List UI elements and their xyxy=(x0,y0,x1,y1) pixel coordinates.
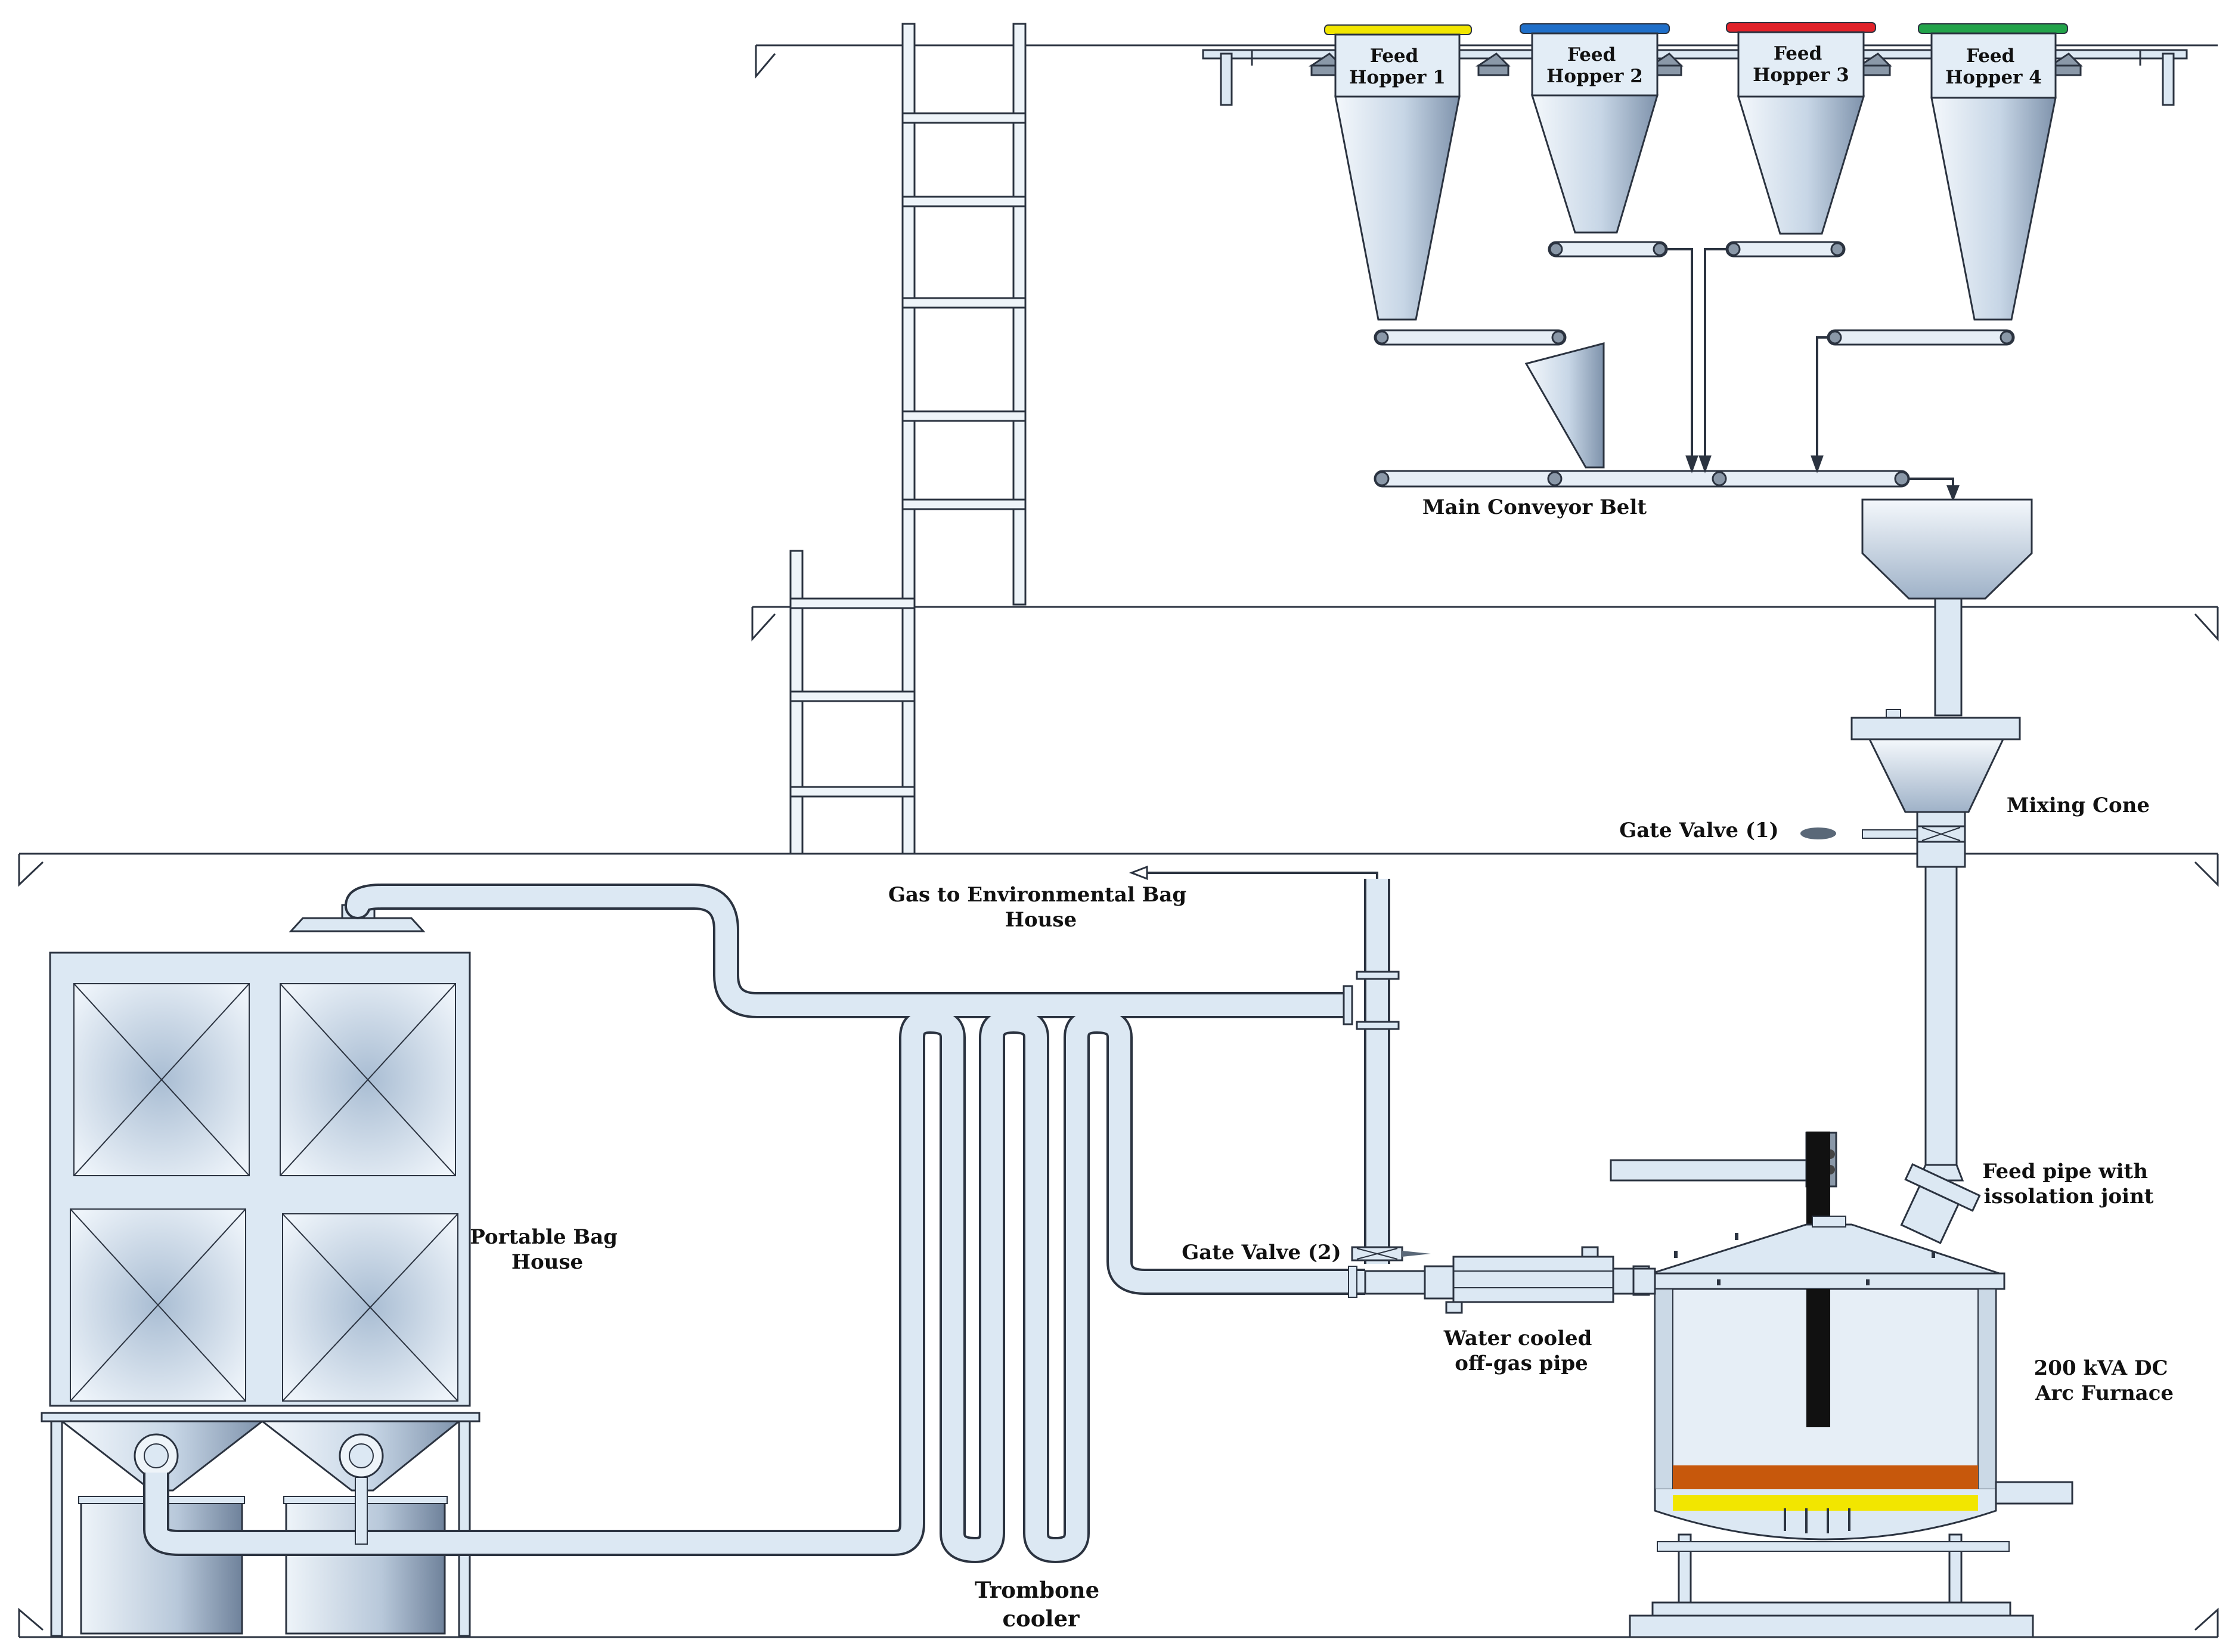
svg-text:Feed Hopper 1: Feed Hopper 1 xyxy=(1349,45,1446,88)
water-cooled-off-gas-pipe xyxy=(1364,1246,1650,1314)
svg-text:Portable Bag House: Portable Bag House xyxy=(470,1225,625,1274)
trombone-cooler-label-line1: Trombone xyxy=(975,1577,1099,1603)
portable-bag-house-label-line2: House xyxy=(512,1250,583,1274)
feed-hopper-4-label-line1: Feed xyxy=(1966,45,2014,67)
water-cooled-pipe-label-line1: Water cooled xyxy=(1443,1326,1592,1350)
svg-text:Gas to Environmental Bag H: Gas to Environmental Bag House xyxy=(888,883,1194,932)
ladder-icon xyxy=(789,23,1027,855)
feed-hopper-2: Feed Hopper 2 xyxy=(1520,23,1670,234)
arc-furnace-icon xyxy=(1610,1132,2073,1638)
svg-text:Feed Hopper 3: Feed Hopper 3 xyxy=(1753,43,1849,86)
material-flow-arrows xyxy=(1667,248,1960,502)
svg-text:200 kVA DC Arc Furnace: 200 kVA DC Arc Furnace xyxy=(2034,1356,2175,1405)
env-bag-house-label-line2: House xyxy=(1005,908,1077,932)
arc-furnace-label-line2: Arc Furnace xyxy=(2035,1381,2174,1405)
gate-valve-2[interactable] xyxy=(1348,1246,1431,1298)
feed-hopper-1: Feed Hopper 1 xyxy=(1324,24,1472,321)
feed-hopper-1-label-line2: Hopper 1 xyxy=(1349,67,1446,88)
feed-hopper-3-label-line2: Hopper 3 xyxy=(1753,64,1849,86)
mixing-cone xyxy=(1850,709,2021,832)
svg-text:Feed Hopper 4: Feed Hopper 4 xyxy=(1945,45,2042,88)
main-conveyor-belt xyxy=(1374,470,1910,488)
feed-hopper-4-label-line2: Hopper 4 xyxy=(1945,67,2042,88)
conveyor-belt-icon xyxy=(1374,241,2015,488)
svg-text:Trombone cooler: Trombone cooler xyxy=(975,1577,1107,1632)
off-gas-piping-fill xyxy=(145,874,1388,1561)
feed-hopper-4: Feed Hopper 4 xyxy=(1918,23,2068,321)
gate-valve-1-label: Gate Valve (1) xyxy=(1619,819,1779,842)
feed-hopper-3: Feed Hopper 3 xyxy=(1726,22,1876,235)
svg-text:Water cooled off-gas pipe: Water cooled off-gas pipe xyxy=(1443,1326,1599,1375)
bag-house-icon xyxy=(41,904,481,1637)
receiving-hopper xyxy=(1861,498,2033,717)
main-conveyor-belt-label: Main Conveyor Belt xyxy=(1422,495,1647,519)
svg-text:Feed Hopper 2: Feed Hopper 2 xyxy=(1546,44,1643,87)
riser-flanges xyxy=(1343,971,1400,1030)
trombone-cooler-label-line2: cooler xyxy=(1003,1605,1080,1632)
portable-bag-house-label-line1: Portable Bag xyxy=(470,1225,618,1249)
feed-pipe-label-line2: issolation joint xyxy=(1984,1185,2154,1208)
mixing-cone-label: Mixing Cone xyxy=(2007,794,2150,817)
feed-hopper-2-label-line1: Feed xyxy=(1567,44,1616,66)
gate-valve-1[interactable] xyxy=(1800,825,1966,843)
arc-furnace-label-line1: 200 kVA DC xyxy=(2034,1356,2168,1380)
feed-hopper-3-label-line1: Feed xyxy=(1774,43,1822,64)
feed-pipe xyxy=(1900,841,1981,1245)
env-bag-house-label-line1: Gas to Environmental Bag xyxy=(888,883,1186,907)
svg-text:Feed pipe with issolation: Feed pipe with issolation joint xyxy=(1982,1160,2155,1208)
feed-pipe-label-line1: Feed pipe with xyxy=(1982,1160,2148,1183)
water-cooled-pipe-label-line2: off-gas pipe xyxy=(1455,1352,1588,1375)
feed-hopper-1-label-line1: Feed xyxy=(1370,45,1418,67)
env-bag-house-flow-arrow xyxy=(1129,865,1378,881)
gate-valve-2-label: Gate Valve (2) xyxy=(1182,1241,1341,1264)
feed-hopper-2-label-line2: Hopper 2 xyxy=(1546,66,1643,87)
